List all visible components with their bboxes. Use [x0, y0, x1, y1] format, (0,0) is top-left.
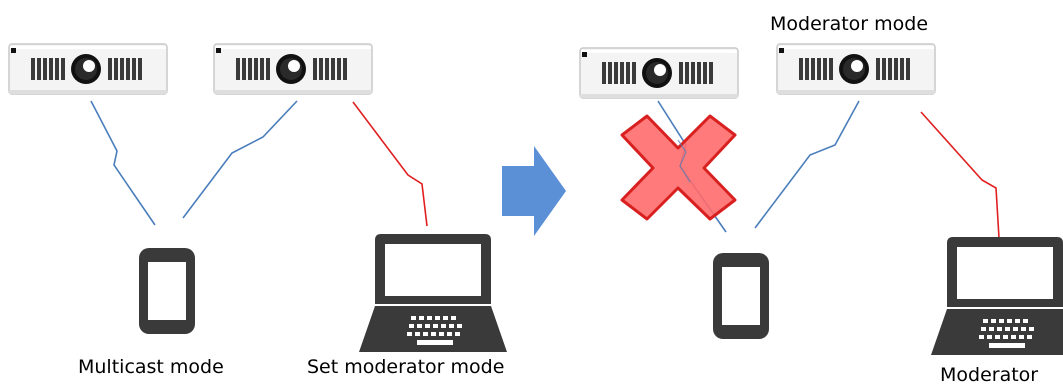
moderator-label: Moderator	[940, 364, 1039, 386]
wireless-link	[182, 100, 298, 219]
multicast-mode-label: Multicast mode	[78, 356, 224, 378]
laptop-icon	[931, 237, 1063, 355]
wireless-link	[90, 100, 156, 226]
blocked-x-icon	[620, 114, 737, 221]
laptop-icon	[359, 234, 507, 352]
wireless-link-moderator	[920, 111, 1000, 239]
wireless-link	[754, 100, 860, 229]
set-moderator-mode-label: Set moderator mode	[307, 356, 505, 378]
smartphone-icon	[713, 253, 769, 339]
projector-icon	[579, 47, 739, 99]
smartphone-icon	[139, 248, 195, 334]
moderator-mode-label: Moderator mode	[770, 13, 929, 35]
projector-icon	[213, 43, 373, 95]
wireless-link-blocked-overlay	[677, 139, 691, 183]
wireless-link-moderator	[352, 101, 428, 227]
projector-icon	[8, 43, 168, 95]
arrow-right-icon	[502, 146, 566, 236]
projector-icon	[776, 43, 936, 95]
